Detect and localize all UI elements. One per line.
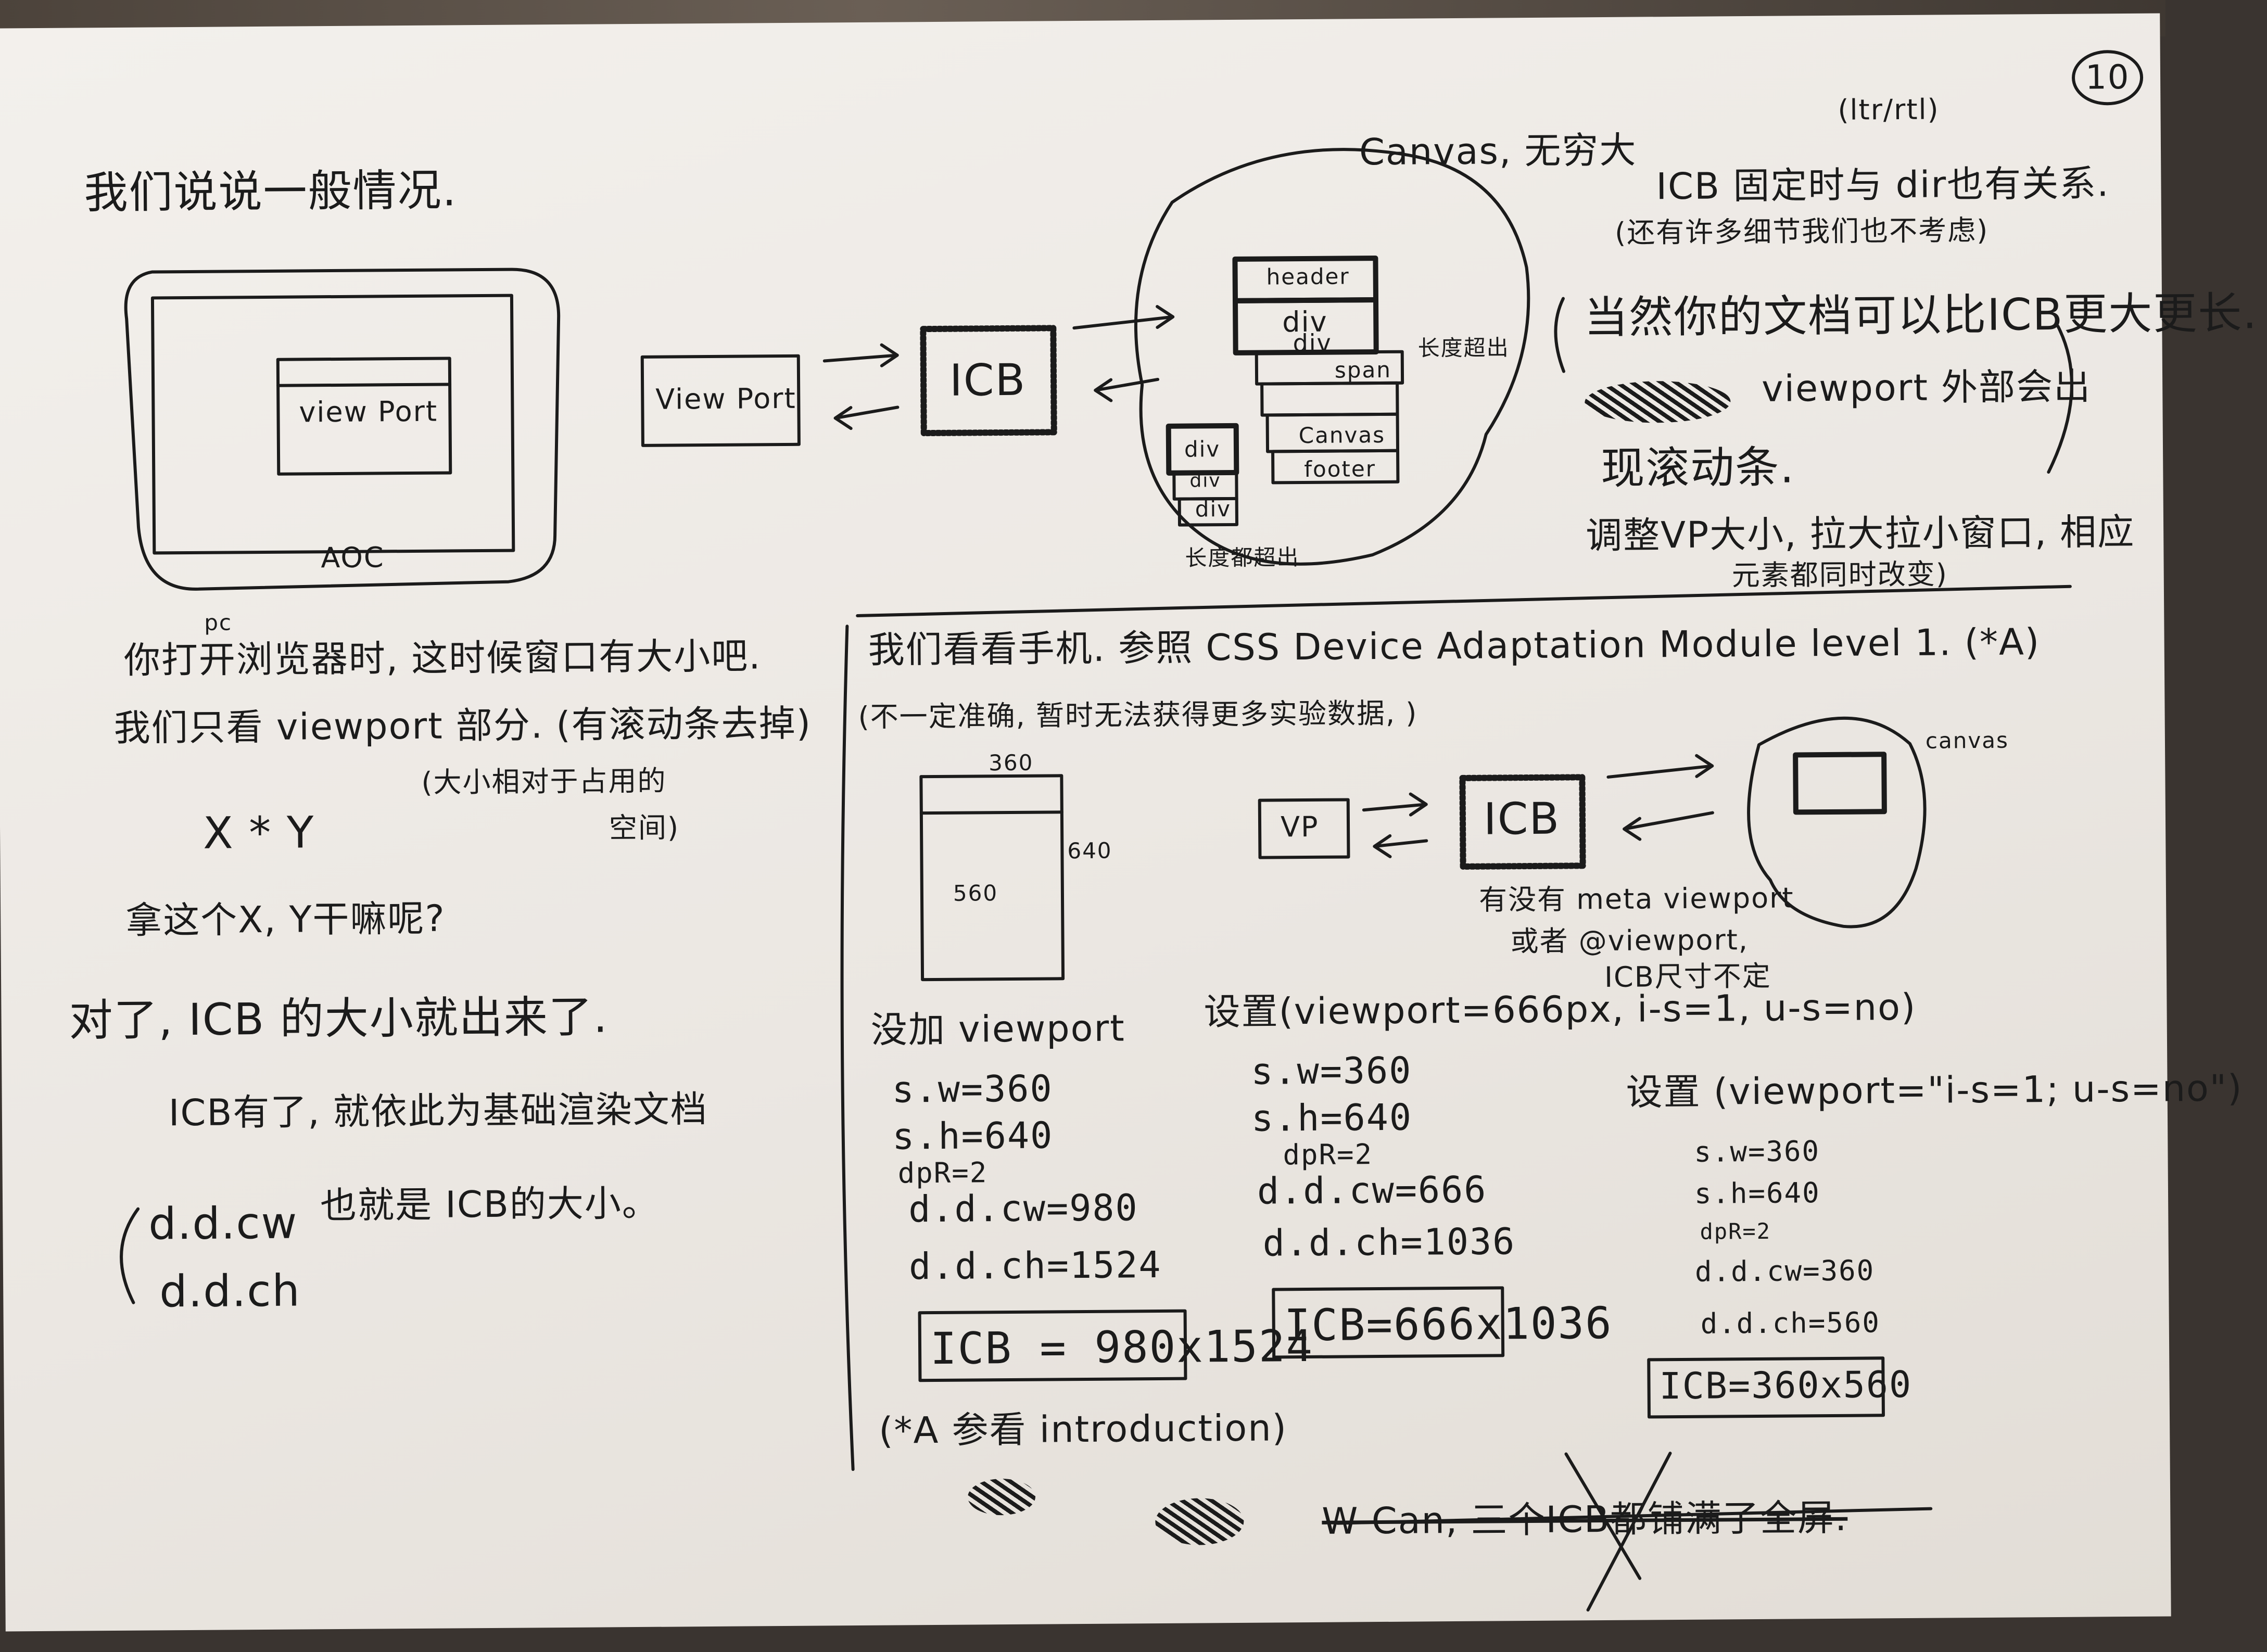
scribble-top-right <box>1585 380 1731 424</box>
phone-width: 360 <box>989 749 1034 776</box>
note-viewport-outside: viewport 外部会出 <box>1761 365 2092 410</box>
crossed-out-note: W Can, 三个ICB都铺满了全屏. <box>1322 1496 1848 1543</box>
mobile-heading: 我们看看手机. 参照 CSS Device Adaptation Module … <box>868 620 2041 671</box>
canvas-infinite-label: Canvas, 无穷大 <box>1359 129 1637 174</box>
phone-inner-height: 560 <box>953 880 998 906</box>
mobile-subheading: (不一定准确, 暂时无法获得更多实验数据, ) <box>858 696 1418 734</box>
col3-title: 设置 (viewport="i-s=1; u-s=no") <box>1626 1066 2243 1114</box>
footnote: (*A 参看 introduction) <box>878 1406 1288 1452</box>
note-resize-vp: 调整VP大小, 拉大拉小窗口, 相应 <box>1585 510 2135 557</box>
question-xy: 拿这个X, Y干嘛呢? <box>125 897 446 942</box>
col1-result: ICB = 980x1524 <box>930 1320 1314 1375</box>
col1-line-2: s.h=640 <box>892 1114 1054 1158</box>
stack-span: span <box>1334 357 1392 383</box>
vp-box-label: VP <box>1280 810 1319 844</box>
scribble-bottom-1 <box>967 1478 1036 1516</box>
stack-footer: footer <box>1304 456 1376 482</box>
small-stack-div-2: div <box>1189 470 1221 492</box>
icb-box-label: ICB <box>949 354 1027 406</box>
col1-title: 没加 viewport <box>870 1007 1125 1051</box>
ddch-label: d.d.ch <box>159 1265 301 1317</box>
col3-result: ICB=360x560 <box>1659 1363 1913 1408</box>
col1-line-3: dpR=2 <box>897 1156 988 1190</box>
col3-line-2: s.h=640 <box>1694 1176 1820 1210</box>
col1-line-5: d.d.ch=1524 <box>908 1243 1162 1288</box>
small-stack-div-1: div <box>1184 436 1221 462</box>
col2-title: 设置(viewport=666px, i-s=1, u-s=no) <box>1204 985 1917 1034</box>
col3-line-5: d.d.ch=560 <box>1700 1306 1881 1340</box>
col2-line-4: d.d.cw=666 <box>1257 1168 1487 1213</box>
col1-line-4: d.d.cw=980 <box>908 1186 1138 1231</box>
bottom-overflow-label: 长度都超出 <box>1185 544 1300 571</box>
small-stack-div-3: div <box>1195 495 1232 522</box>
note-icb-dir: ICB 固定时与 dir也有关系. <box>1656 162 2110 208</box>
note-details: (还有许多细节我们也不考虑) <box>1614 213 1989 249</box>
col2-result: ICB=666x1036 <box>1284 1297 1613 1351</box>
browser-viewport-label: view Port <box>299 395 438 429</box>
note-open-browser: 你打开浏览器时, 这时候窗口有大小吧. <box>123 634 762 682</box>
xy-note-1: (大小相对于占用的 <box>421 764 667 799</box>
phone-height: 640 <box>1067 837 1112 864</box>
col2-line-5: d.d.ch=1036 <box>1262 1220 1516 1265</box>
note-elements-change: 元素都同时改变) <box>1731 557 1948 592</box>
xy-note-2: 空间) <box>609 811 680 845</box>
col2-line-2: s.h=640 <box>1251 1096 1413 1140</box>
mobile-canvas-label: canvas <box>1925 727 2009 754</box>
col3-line-4: d.d.cw=360 <box>1694 1254 1875 1288</box>
page-number: 10 <box>2071 49 2144 106</box>
scribble-bottom-2 <box>1155 1497 1244 1546</box>
note-document-larger: 当然你的文档可以比ICB更大更长. <box>1584 287 2258 344</box>
col1-line-1: s.w=360 <box>892 1067 1053 1111</box>
heading-general: 我们说说一般情况. <box>84 164 458 219</box>
monitor-brand: AOC <box>321 541 385 575</box>
paper-sheet: 10 我们说说一般情况. view Port AOC pc 你打开浏览器时, 这… <box>0 13 2258 1632</box>
ddcw-label: d.d.cw <box>148 1197 298 1250</box>
col3-line-3: dpR=2 <box>1700 1218 1771 1244</box>
stack-header: header <box>1266 263 1350 290</box>
col2-line-1: s.w=360 <box>1251 1049 1412 1093</box>
dir-label: (ltr/rtl) <box>1838 93 1940 126</box>
stack-div-2: div <box>1293 328 1332 358</box>
x-times-y: X * Y <box>202 807 315 859</box>
phone-outline <box>919 774 1065 982</box>
note-viewport-only: 我们只看 viewport 部分. (有滚动条去掉) <box>113 702 812 749</box>
answer-icb: 对了, ICB 的大小就出来了. <box>69 991 609 1046</box>
stack-canvas: Canvas <box>1298 422 1386 449</box>
mobile-icb-label: ICB <box>1483 793 1561 845</box>
icb-size-note: 也就是 ICB的大小。 <box>320 1181 660 1227</box>
meta-note-1: 有没有 meta viewport <box>1478 881 1794 917</box>
render-document: ICB有了, 就依此为基础渲染文档 <box>168 1088 708 1135</box>
divider-vertical <box>840 625 855 1471</box>
col2-line-3: dpR=2 <box>1283 1138 1373 1172</box>
viewport-box-label: View Port <box>655 382 796 416</box>
note-scrollbar: 现滚动条. <box>1600 441 1795 494</box>
col3-line-1: s.w=360 <box>1694 1135 1820 1168</box>
side-overflow-label: 长度超出 <box>1417 335 1510 361</box>
